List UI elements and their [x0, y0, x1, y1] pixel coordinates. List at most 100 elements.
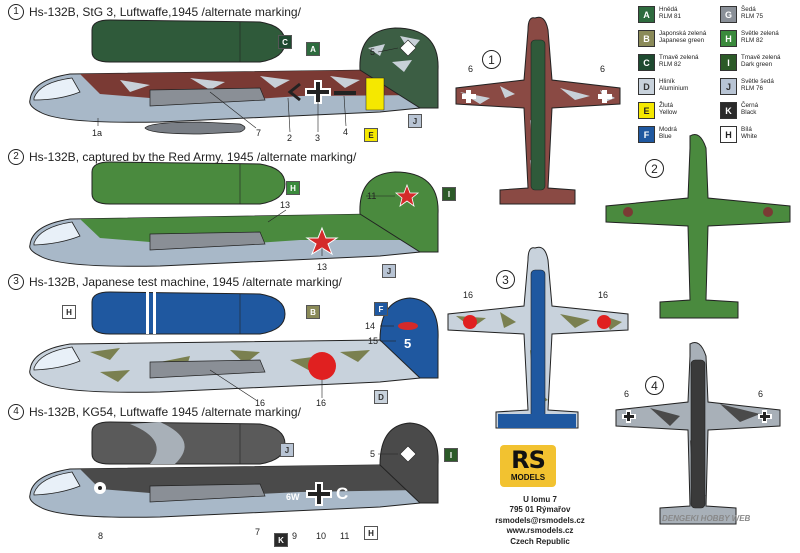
planform-4 [615, 342, 781, 525]
tag-H-4: H [364, 526, 378, 540]
legend-code: Aluminium [659, 85, 689, 93]
company-address: U lomu 7 795 01 Rýmařov rsmodels@rsmodel… [480, 495, 600, 547]
legend-name: Japonská zelená [659, 30, 707, 37]
tag-D: D [374, 390, 388, 404]
profile-1-number: 1 [8, 4, 24, 20]
callout-9: 9 [292, 531, 298, 541]
tag-H-2: H [286, 181, 300, 195]
callout-4: 4 [343, 127, 349, 137]
legend-code: RLM 82 [741, 37, 764, 45]
profile-3-title: 3 Hs-132B, Japanese test machine, 1945 /… [8, 274, 342, 290]
planform-1-number: 1 [482, 50, 501, 69]
legend-swatch: G [720, 6, 737, 23]
fuselage-code: 6W [286, 492, 300, 502]
legend-name: Hnědá [659, 6, 678, 13]
legend-name: Šedá [741, 6, 756, 13]
tag-J-4: J [280, 443, 294, 457]
callout-7: 7 [256, 128, 262, 138]
email-link[interactable]: rsmodels@rsmodels.cz [495, 515, 585, 525]
legend-swatch: H [720, 126, 737, 143]
profile-4-number: 4 [8, 404, 24, 420]
callout-13-upper: 13 [280, 200, 291, 210]
legend-code: White [741, 133, 758, 141]
profile-4-title-text: Hs-132B, KG54, Luftwaffe 1945 /alternate… [29, 405, 301, 419]
callout-13-lower: 13 [317, 262, 328, 272]
profile-2-title: 2 Hs-132B, captured by the Red Army, 194… [8, 149, 356, 165]
callout-3: 3 [315, 133, 321, 143]
tag-K: K [274, 533, 288, 547]
legend-code: Yellow [659, 109, 677, 117]
legend-swatch: E [638, 102, 655, 119]
tag-J-1: J [408, 114, 422, 128]
tail-number: 5 [404, 336, 412, 351]
legend-name: Světle šedá [741, 78, 774, 85]
website-link[interactable]: www.rsmodels.cz [506, 526, 574, 536]
tag-H-3: H [62, 305, 76, 319]
planform-3-number: 3 [496, 270, 515, 289]
legend-swatch: D [638, 78, 655, 95]
tag-I-2: I [442, 187, 456, 201]
profile-3-number: 3 [8, 274, 24, 290]
legend-swatch: I [720, 54, 737, 71]
legend-code: Blue [659, 133, 672, 141]
planform-4-callout-left: 6 [624, 389, 630, 399]
legend-name: Světle zelená [741, 30, 779, 37]
address-line-1: U lomu 7 [523, 495, 557, 504]
legend-code: Japanese green [659, 37, 705, 45]
legend-swatch: B [638, 30, 655, 47]
callout-11-p4: 11 [340, 531, 350, 541]
tag-A: A [306, 42, 320, 56]
planform-4-number: 4 [645, 376, 664, 395]
profile-4-title: 4 Hs-132B, KG54, Luftwaffe 1945 /alterna… [8, 404, 301, 420]
legend-swatch: A [638, 6, 655, 23]
planform-3-callout-left: 16 [463, 290, 474, 300]
planform-3-callout-right: 16 [598, 290, 609, 300]
callout-11: 11 [367, 191, 377, 201]
fuselage-letter: C [336, 484, 349, 503]
legend-name: Tmavě zelená [659, 54, 699, 61]
legend-name: Tmavě zelená [741, 54, 781, 61]
legend-name: Žlutá [659, 102, 673, 109]
legend-name: Bílá [741, 126, 752, 133]
legend-code: RLM 76 [741, 85, 764, 93]
callout-8: 8 [98, 531, 104, 541]
legend-code: Black [741, 109, 757, 117]
legend-code: Dark green [741, 61, 773, 69]
tag-I-4: I [444, 448, 458, 462]
tag-J-2: J [382, 264, 396, 278]
legend-name: Hliník [659, 78, 675, 85]
tag-F: F [374, 302, 388, 316]
profile-4-drawing [29, 421, 439, 518]
legend-code: RLM 75 [741, 13, 764, 21]
callout-5-p4: 5 [370, 449, 376, 459]
callout-10: 10 [316, 531, 327, 541]
callout-5: 5 [370, 47, 376, 57]
legend-code: RLM 81 [659, 13, 682, 21]
legend-swatch: J [720, 78, 737, 95]
profile-2-number: 2 [8, 149, 24, 165]
planform-2 [605, 134, 791, 319]
profile-3-drawing [29, 291, 439, 393]
legend-swatch: H [720, 30, 737, 47]
legend-name: Černá [741, 102, 759, 109]
callout-15: 15 [368, 336, 379, 346]
callout-1a: 1a [92, 128, 103, 138]
logo-models-text: MODELS [510, 473, 546, 482]
legend-swatch: C [638, 54, 655, 71]
profile-2-title-text: Hs-132B, captured by the Red Army, 1945 … [29, 150, 357, 164]
planform-1 [455, 16, 621, 205]
profile-2-drawing [29, 161, 439, 267]
planform-4-callout-right: 6 [758, 389, 764, 399]
profile-1-title: 1 Hs-132B, StG 3, Luftwaffe,1945 /altern… [8, 4, 301, 20]
